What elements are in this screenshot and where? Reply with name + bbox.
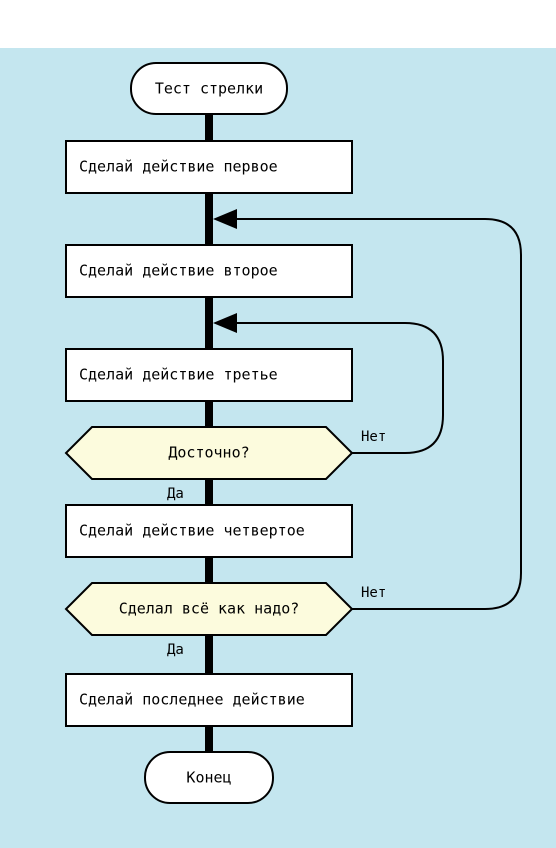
- loop-arrow-head-d2: [213, 209, 237, 229]
- decision-2-no-label: Нет: [361, 585, 386, 601]
- step-4-box: [65, 504, 353, 558]
- loop-arrow-head-d1: [213, 313, 237, 333]
- decision-1-yes-label: Да: [167, 486, 184, 502]
- step-4-label: Сделай действие четвертое: [79, 522, 305, 540]
- decision-1-node: [64, 426, 354, 480]
- step-3-box: [65, 348, 353, 402]
- end-label: Конец: [186, 769, 231, 787]
- step-5-box: [65, 673, 353, 727]
- step-2-label: Сделай действие второе: [79, 262, 278, 280]
- start-label: Тест стрелки: [155, 80, 263, 98]
- step-5-label: Сделай последнее действие: [79, 691, 305, 709]
- loop-edge-d1-to-step3: [236, 322, 444, 454]
- decision-2-question: Сделал всё как надо?: [119, 600, 300, 618]
- step-1-box: [65, 140, 353, 194]
- step-1-label: Сделай действие первое: [79, 158, 278, 176]
- loop-edge-d2-to-step2: [236, 218, 522, 610]
- step-3-label: Сделай действие третье: [79, 366, 278, 384]
- decision-1-question: Досточно?: [168, 444, 249, 462]
- step-2-box: [65, 244, 353, 298]
- decision-2-yes-label: Да: [167, 642, 184, 658]
- decision-2-node: [64, 582, 354, 636]
- end-node: [144, 751, 274, 804]
- start-node: [130, 62, 288, 115]
- decision-1-no-label: Нет: [361, 429, 386, 445]
